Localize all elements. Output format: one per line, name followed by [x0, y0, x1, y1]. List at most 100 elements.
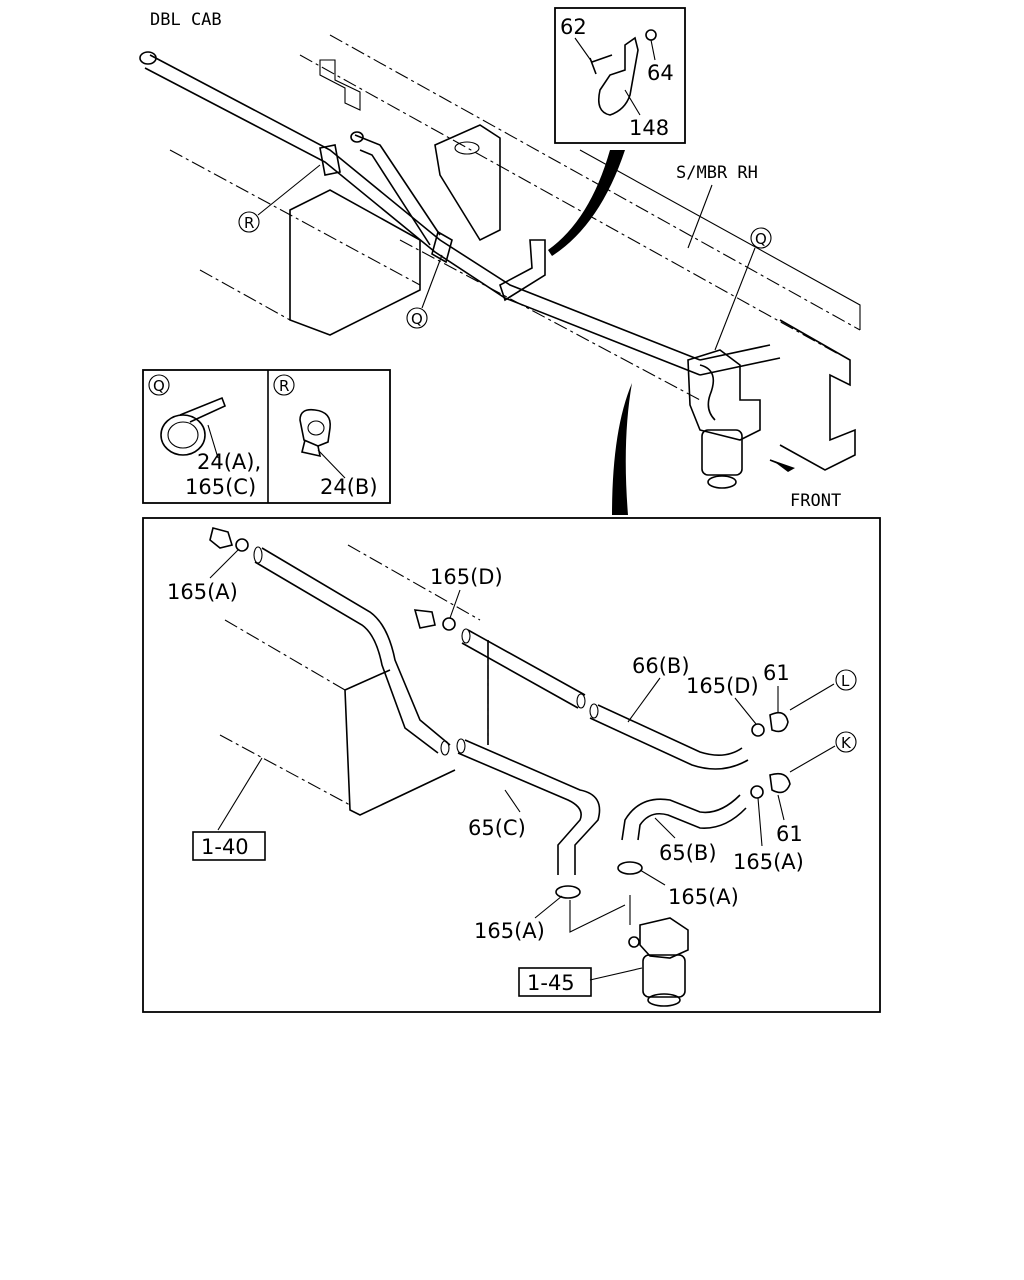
- filler-hole: [454, 141, 480, 155]
- clamp-165a-top-icon: [235, 538, 249, 552]
- hose-66b-right-start: [589, 703, 599, 719]
- fitting-top-mid: [413, 609, 436, 629]
- fuel-filter-detail: [569, 895, 689, 1007]
- ref-circle-q-inset: [148, 374, 170, 396]
- part-64-label: 64: [647, 61, 674, 85]
- inset-r-title: R: [279, 377, 289, 395]
- leader-r: [257, 164, 321, 216]
- ref-circle-q-lower: [406, 307, 428, 329]
- leader-k: [789, 745, 836, 773]
- fitting-top-left: [209, 527, 234, 549]
- hose-end-fitting-return: [350, 131, 364, 143]
- inset-q-title: Q: [153, 377, 165, 395]
- leader-l: [789, 683, 835, 711]
- front-label: FRONT: [790, 491, 841, 511]
- bracket-inset: 62 64 148: [554, 7, 686, 144]
- leader-62: [574, 37, 593, 63]
- fuel-tank-outline: [289, 189, 421, 336]
- clamp-165a-mid-icon: [617, 861, 643, 875]
- fuel-filter-top: [687, 349, 761, 489]
- member-edge-3: [399, 239, 701, 401]
- leader-64: [650, 39, 656, 61]
- cable-tie-icon: [160, 396, 227, 456]
- leader-165a-top: [209, 549, 239, 579]
- label-1-45: 1-45: [527, 971, 575, 995]
- leader-165a-right: [757, 797, 763, 847]
- ref-q-upper-text: Q: [755, 230, 767, 248]
- clip-61-bottom-icon: [769, 772, 791, 794]
- leader-q-upper: [714, 247, 756, 351]
- ref-circle-r-inset: [273, 374, 295, 396]
- detail-view-frame: [142, 517, 881, 1013]
- leader-1-45: [589, 967, 643, 981]
- leader-q-lower: [421, 254, 443, 309]
- member-edge-1: [329, 34, 861, 331]
- leader-165d-top: [449, 589, 461, 619]
- filler-neck-box: [434, 124, 501, 242]
- bracket-148-icon: [597, 36, 639, 116]
- part-24b-label: 24(B): [320, 475, 378, 499]
- bolt-62-icon: [589, 54, 613, 75]
- leader-165d-right: [734, 697, 757, 725]
- leader-65b: [654, 817, 676, 839]
- ref-r-text: R: [244, 214, 254, 232]
- label-165a-top: 165(A): [167, 580, 238, 604]
- clamp-165a-right-icon: [750, 785, 764, 799]
- leader-smbr: [687, 184, 713, 249]
- label-61-top: 61: [763, 661, 790, 685]
- hose-end-fitting-left: [139, 51, 157, 65]
- clip-q-on-hose: [431, 230, 453, 264]
- hose-feed-a: [261, 547, 451, 746]
- member-bracket: [319, 59, 361, 111]
- hose-return-upper: [354, 134, 441, 236]
- leader-66b: [627, 677, 661, 723]
- nut-64-icon: [645, 29, 657, 41]
- detail-view: 165(A) 165(D) 66(B) 165(D) 61 L K 61 65(…: [142, 517, 881, 1013]
- leader-148: [624, 89, 641, 116]
- detail-tank-outline: [344, 640, 489, 816]
- label-65c: 65(C): [468, 816, 526, 840]
- clip-61-top-icon: [769, 711, 789, 733]
- ref-circle-k: [835, 731, 857, 753]
- clip-r-on-hose: [319, 144, 341, 176]
- front-arrow-shaft: [769, 459, 791, 469]
- label-66b: 66(B): [632, 654, 690, 678]
- hose-65b: [621, 794, 747, 841]
- part-24a-label: 24(A),: [197, 450, 261, 474]
- member-edge-2: [299, 54, 841, 356]
- label-165d-right: 165(D): [686, 674, 759, 698]
- hose-feed-end-2: [440, 740, 450, 756]
- detail-tank-edge-1: [224, 619, 346, 691]
- clamp-165d-right-icon: [751, 723, 765, 737]
- top-view: DBL CAB: [139, 10, 861, 515]
- ref-circle-l: [835, 669, 857, 691]
- hose-65c: [457, 739, 601, 875]
- hose-66b-right: [589, 704, 749, 770]
- side-member-top: [579, 149, 861, 330]
- hose-feed-lower: [144, 67, 701, 376]
- part-148-label: 148: [629, 116, 669, 140]
- label-165a-right: 165(A): [733, 850, 804, 874]
- clips-inset: Q R 24(A), 165(C) 24(B): [142, 369, 391, 504]
- label-165a-mid: 165(A): [668, 885, 739, 909]
- label-65b: 65(B): [659, 841, 717, 865]
- hose-feed-b: [254, 561, 439, 754]
- label-165d-top: 165(D): [430, 565, 503, 589]
- smbr-rh-label: S/MBR RH: [676, 163, 758, 183]
- hose-65c-start: [456, 738, 466, 754]
- hose-feed-end: [253, 546, 263, 564]
- clamp-165d-top-icon: [442, 617, 456, 631]
- clips-inset-frame: [142, 369, 391, 504]
- label-1-40: 1-40: [201, 835, 249, 859]
- ref-k-text: K: [841, 734, 852, 752]
- leader-1-40: [217, 757, 263, 831]
- bracket-inset-frame: [554, 7, 686, 144]
- leader-24a: [207, 424, 219, 459]
- ref-box-1-40: [192, 831, 266, 861]
- leader-24b: [317, 449, 346, 479]
- hose-return-lower: [359, 149, 431, 246]
- bracket-148-on-hose: [499, 239, 546, 302]
- ref-circle-r: [238, 211, 260, 233]
- dbl-cab-title: DBL CAB: [150, 10, 222, 30]
